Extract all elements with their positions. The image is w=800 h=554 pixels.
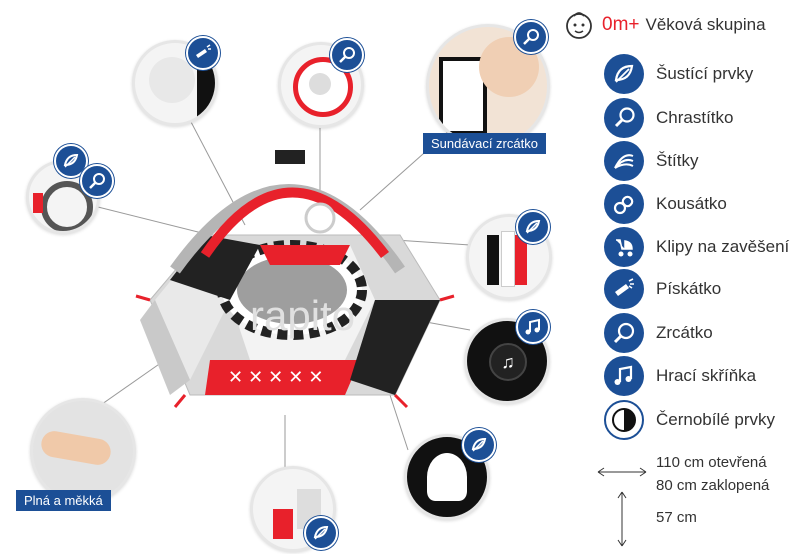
age-group-header: 0m+ Věková skupina (562, 10, 766, 40)
legend-item-black-white: Černobílé prvky (604, 400, 775, 440)
rattle-badge-icon (330, 38, 364, 72)
legend-item-clips: Klipy na zavěšení (604, 227, 789, 267)
legend-item-whistle: Pískátko (604, 269, 721, 309)
photo-rattle-detail (278, 42, 364, 128)
legend-label: Klipy na zavěšení (656, 237, 790, 256)
legend-item-teether: Kousátko (604, 184, 727, 224)
legend-label: Hrací skříňka (656, 366, 757, 385)
music-badge-icon (516, 310, 550, 344)
stroller-icon (604, 227, 644, 267)
legend-label: Kousátko (656, 194, 727, 213)
photo-hand-soft (30, 398, 136, 504)
mirror-badge-icon (514, 20, 548, 54)
watermark: rapito (250, 292, 355, 339)
whistle-icon (604, 269, 644, 309)
dimension-closed: 80 cm zaklopená (656, 477, 770, 494)
legend-item-tags: Štítky (604, 141, 699, 181)
legend-label: Zrcátko (656, 323, 713, 342)
tags-icon (604, 141, 644, 181)
whistle-badge-icon (186, 36, 220, 70)
leaves-badge-icon-2 (516, 210, 550, 244)
legend-item-mirror: Zrcátko (604, 313, 713, 353)
leaves-badge-icon-3 (462, 428, 496, 462)
rustle-leaves-icon (604, 54, 644, 94)
leaves-badge-icon-4 (304, 516, 338, 550)
legend-label: Pískátko (656, 279, 722, 298)
photo-leaf-pad (404, 434, 490, 520)
soft-callout-label: Plná a měkká (16, 490, 111, 511)
legend-label: Šustící prvky (656, 64, 754, 83)
legend-label: Štítky (656, 151, 699, 170)
dimension-height: 57 cm (656, 509, 697, 526)
legend-label: Černobílé prvky (656, 410, 776, 429)
legend-item-music-box: Hrací skříňka (604, 356, 756, 396)
music-note-icon (604, 356, 644, 396)
mirror-icon (604, 313, 644, 353)
dimension-open: 110 cm otevřená (656, 454, 767, 471)
play-mat: ✕ ✕ ✕ ✕ ✕ (140, 234, 441, 396)
age-label: Věková skupina (645, 15, 766, 34)
baby-face-icon (566, 12, 592, 39)
dimension-arrows-icon (597, 467, 647, 547)
rattle-icon (604, 98, 644, 138)
photo-tags-detail (466, 214, 552, 300)
legend-item-rustle: Šustící prvky (604, 54, 753, 94)
svg-text:✕ ✕ ✕ ✕ ✕: ✕ ✕ ✕ ✕ ✕ (228, 367, 323, 387)
legend-item-rattle: Chrastítko (604, 98, 733, 138)
legend-label: Chrastítko (656, 108, 734, 127)
mirror-callout-label: Sundávací zrcátko (423, 133, 546, 154)
black-white-icon (604, 400, 644, 440)
arch-red (200, 187, 389, 259)
teether-icon (604, 184, 644, 224)
age-value: 0m+ (602, 14, 640, 35)
rattle-badge-icon-2 (80, 164, 114, 198)
